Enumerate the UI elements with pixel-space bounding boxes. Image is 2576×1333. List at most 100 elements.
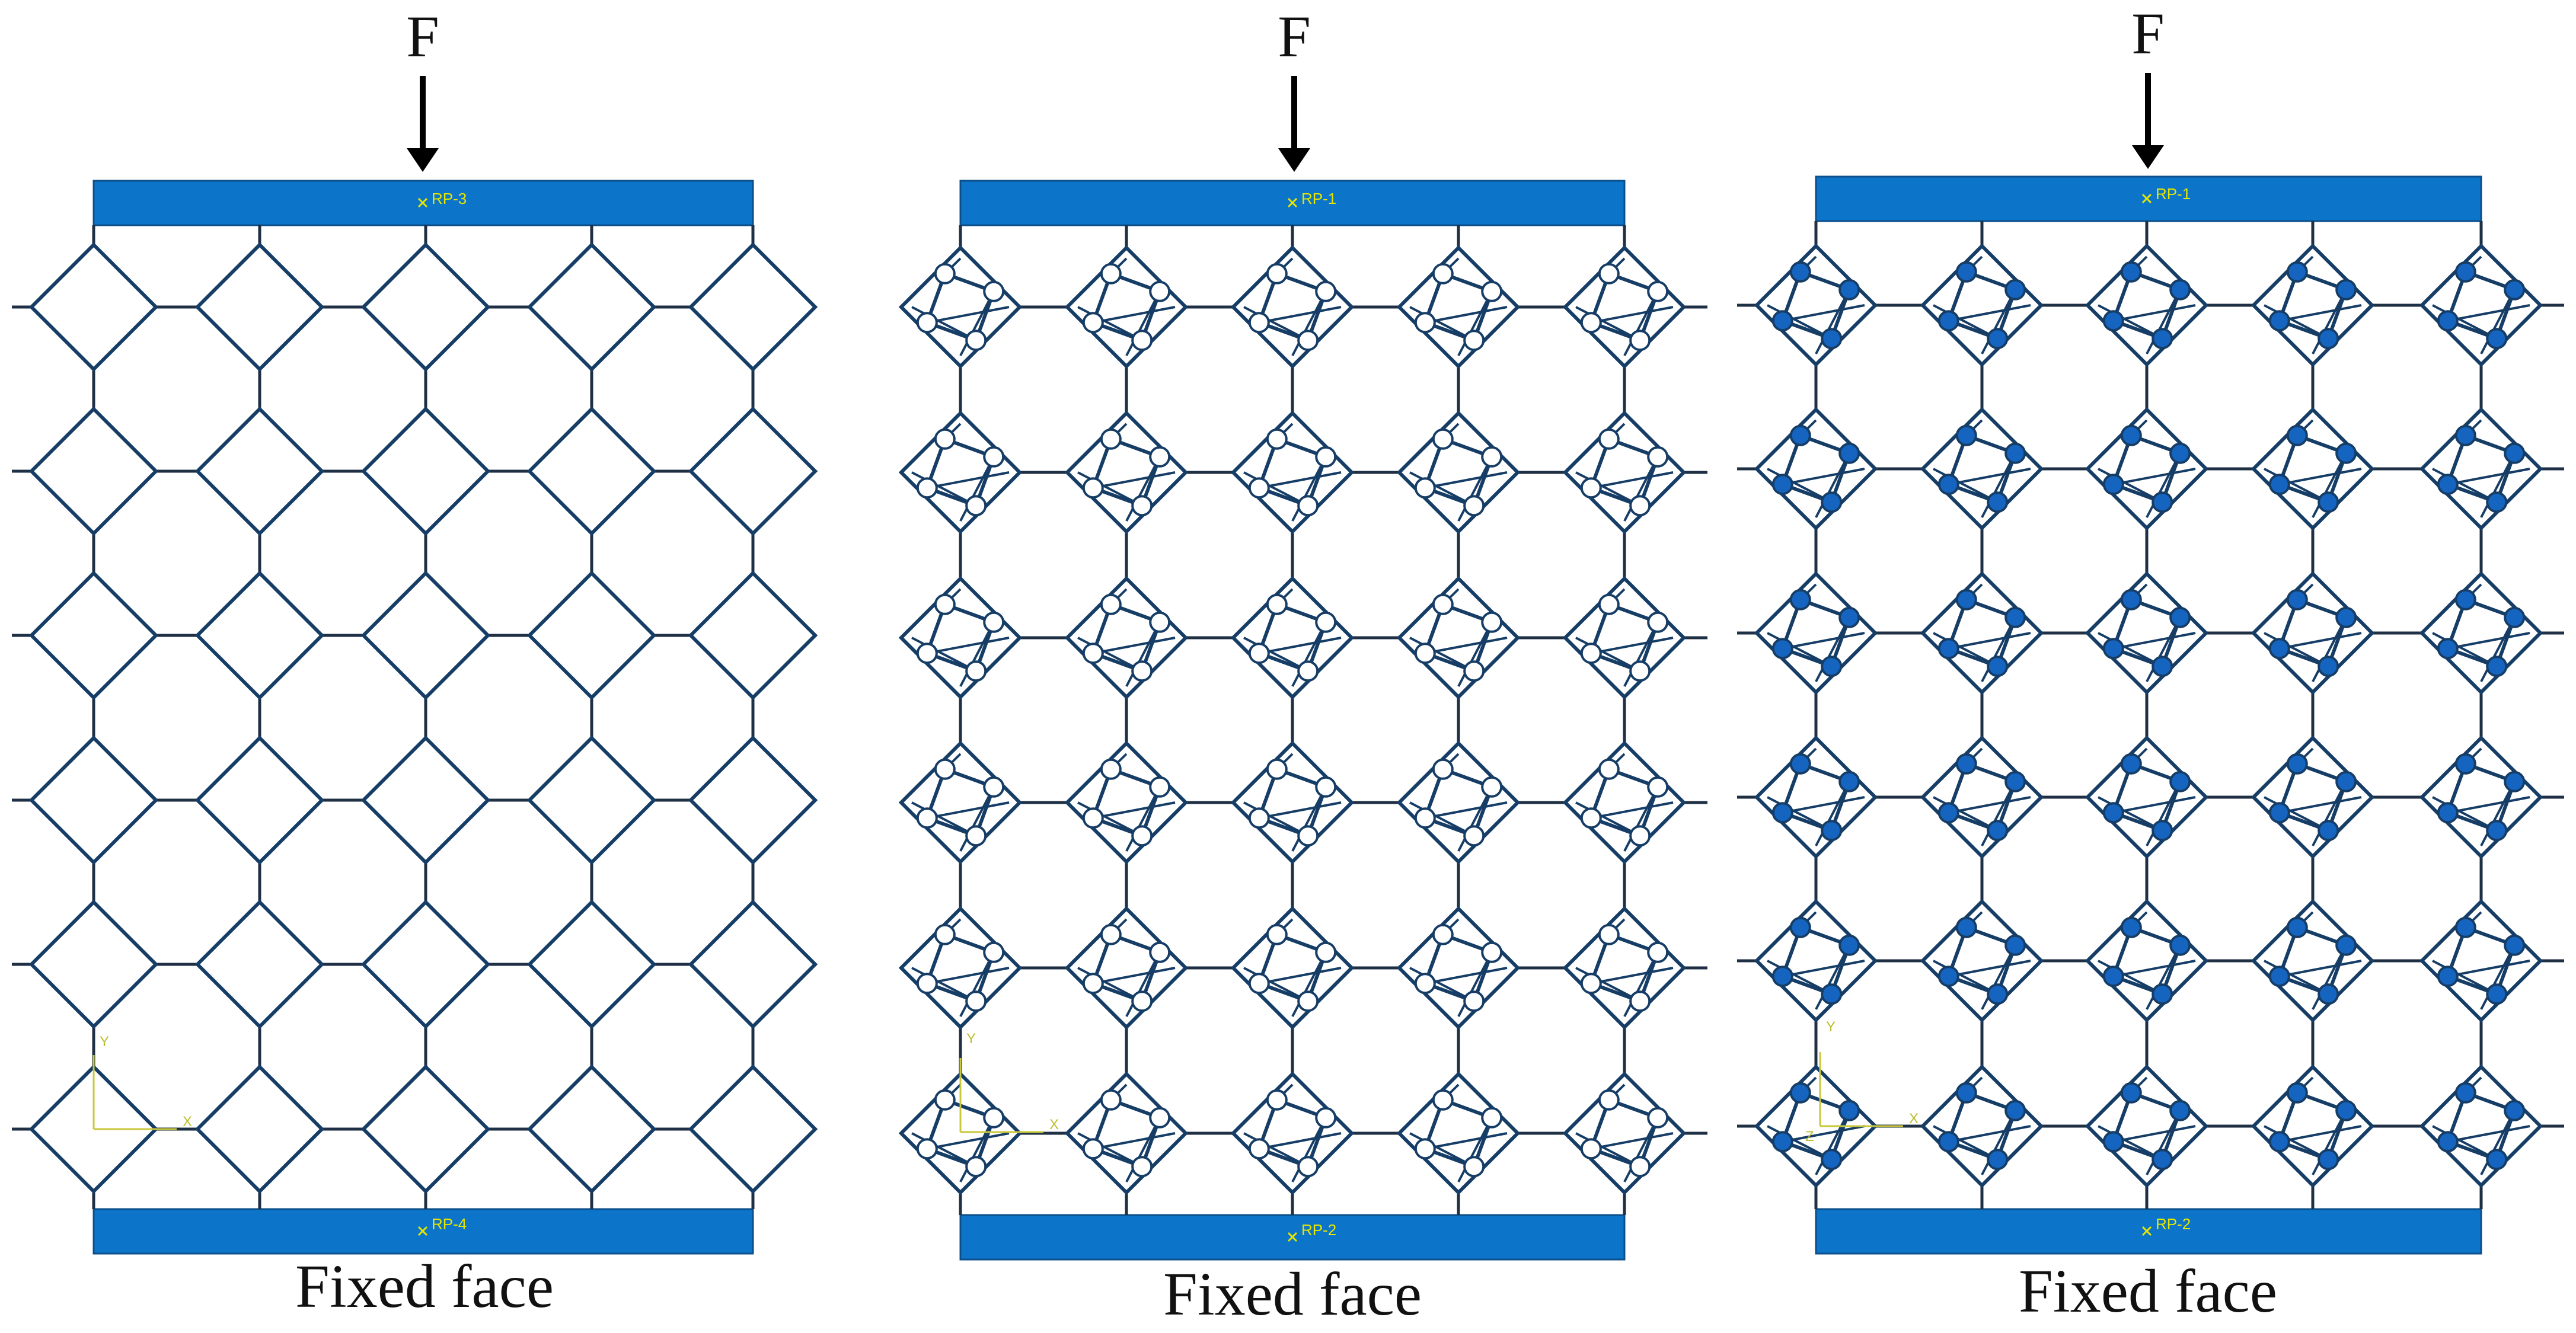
coordinate-axes: YX: [959, 1031, 1059, 1133]
hinge-link: [959, 290, 995, 356]
bottom-reference-point: RP-2: [1287, 1221, 1336, 1242]
hinge-node: [2004, 279, 2026, 301]
hinge-node: [2504, 1099, 2526, 1121]
rotor-frame: [1230, 1071, 1355, 1195]
hinge-link: [959, 456, 995, 522]
hinge-node: [1432, 923, 1454, 945]
hinge-node: [1463, 660, 1485, 682]
hinge-link: [1409, 471, 1475, 507]
rotating-square: [2445, 597, 2517, 669]
hinge-node: [1266, 428, 1288, 450]
hinge-node: [2004, 442, 2026, 464]
hinge-link: [1948, 960, 2031, 978]
hinge-link: [1623, 456, 1659, 522]
hinge-link: [2480, 944, 2516, 1010]
hinge-link: [1457, 951, 1493, 1017]
hinge-link: [911, 801, 977, 837]
hinge-node: [1414, 973, 1436, 995]
hinge-link: [2432, 304, 2498, 340]
hinge-link: [2312, 1110, 2347, 1175]
hinge-node: [2120, 753, 2142, 775]
rotor-frame: [1396, 576, 1521, 700]
hinge-link: [1575, 306, 1641, 341]
hinge-node: [1647, 1107, 1669, 1129]
hinge-node: [2169, 771, 2191, 792]
hinge-node: [1481, 446, 1503, 468]
hinge-node: [1315, 446, 1337, 468]
rotating-square: [2277, 269, 2349, 341]
diamond-cell: [360, 1064, 491, 1194]
hinge-link: [1815, 452, 1850, 518]
hinge-link: [2312, 781, 2347, 846]
rotor-frame: [1920, 243, 2044, 367]
hinge-link: [1243, 471, 1309, 507]
rotating-square: [1422, 766, 1495, 839]
hinge-link: [1782, 468, 1865, 486]
hinge-link: [1259, 967, 1342, 985]
hinge-link: [2264, 468, 2329, 503]
diamond-cell: [526, 899, 657, 1030]
rotating-square: [1780, 269, 1852, 341]
hinge-link: [1815, 944, 1850, 1010]
hinge-node: [2152, 656, 2173, 677]
rotating-square: [1422, 271, 1495, 343]
rotor-frame: [1562, 740, 1687, 865]
diamond-cell: [688, 735, 818, 865]
reference-point-marker: [417, 1226, 428, 1236]
diamond-cell: [688, 406, 818, 536]
hinge-link: [1425, 637, 1508, 655]
hinge-node: [1580, 312, 1602, 334]
hinge-node: [2152, 328, 2173, 350]
hinge-link: [1291, 621, 1327, 687]
diamond-cell: [194, 242, 325, 372]
hinge-node: [1082, 807, 1104, 829]
hinge-link: [911, 967, 977, 1002]
hinge-node: [1248, 807, 1270, 829]
hinge-link: [1575, 801, 1641, 837]
hinge-node: [1414, 642, 1436, 664]
hinge-node: [1481, 280, 1503, 302]
diamond-cell: [194, 570, 325, 701]
hinge-link: [2447, 632, 2530, 650]
hinge-link: [1457, 1117, 1493, 1182]
hinge-node: [1580, 1138, 1602, 1160]
hinge-link: [2264, 1125, 2329, 1161]
rotating-square-lattice: [898, 225, 1707, 1215]
hinge-link: [959, 786, 995, 852]
hinge-link: [2279, 1125, 2362, 1143]
hinge-link: [1767, 796, 1833, 832]
hinge-link: [1077, 471, 1143, 507]
diamond-cell: [194, 735, 325, 865]
rotor-frame: [1064, 576, 1189, 700]
hinge-node: [1082, 973, 1104, 995]
hinge-link: [1077, 306, 1143, 341]
hinge-node: [1987, 491, 2009, 513]
hinge-node: [2120, 916, 2142, 938]
hinge-node: [916, 973, 938, 995]
rotor-frame: [2419, 243, 2543, 367]
hinge-node: [965, 825, 987, 847]
diamond-cell: [28, 406, 159, 536]
hinge-link: [2113, 304, 2196, 322]
hinge-node: [2335, 1099, 2357, 1121]
rotor-frame: [1064, 245, 1189, 369]
hinge-node: [2504, 442, 2526, 464]
top-reference-point-label: RP-3: [432, 190, 467, 207]
hinge-node: [2268, 474, 2290, 496]
hinge-node: [2454, 261, 2476, 283]
hinge-link: [2447, 1125, 2530, 1143]
rotor-frame: [1920, 1064, 2044, 1188]
hinge-link: [1291, 456, 1327, 522]
axis-y-label: Y: [100, 1034, 109, 1050]
rotor-frame: [2251, 735, 2375, 859]
hinge-node: [1821, 656, 1843, 677]
hinge-link: [2480, 616, 2516, 682]
rotating-square: [1090, 436, 1163, 509]
hinge-node: [1481, 941, 1503, 963]
hinge-node: [1100, 923, 1122, 945]
hinge-link: [1575, 967, 1641, 1002]
hinge-link: [2264, 632, 2329, 667]
rotor-frame: [1230, 245, 1355, 369]
rotor-frame: [2251, 899, 2375, 1023]
hinge-node: [1838, 1099, 1860, 1121]
